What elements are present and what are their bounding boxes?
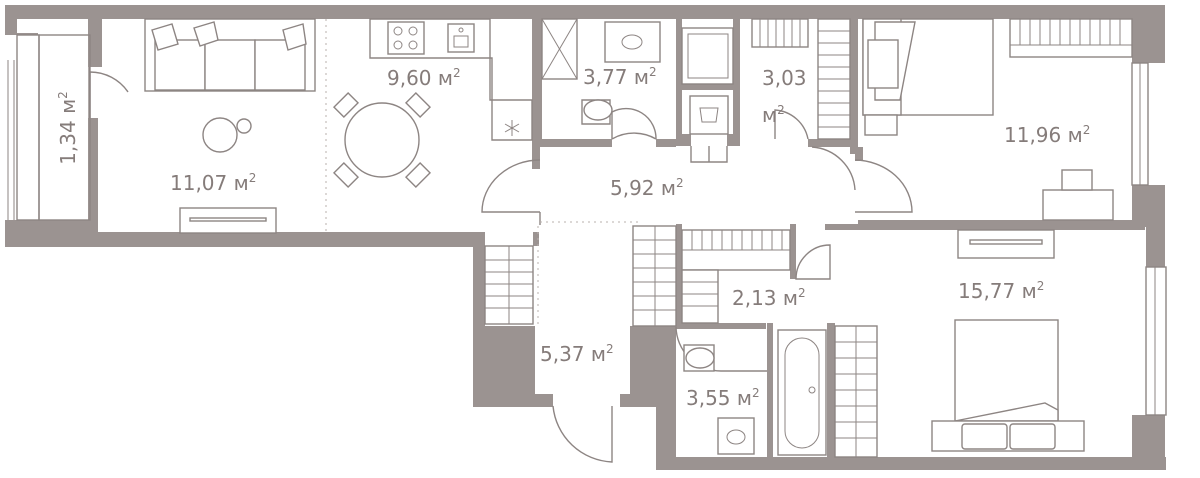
- area-hall: 5,92 м2: [610, 176, 684, 200]
- area-living: 11,07 м2: [170, 171, 256, 195]
- area-balcony: 1,34 м2: [56, 91, 80, 165]
- area-laundry-value: 3,03: [762, 66, 807, 90]
- dining-table: [332, 91, 432, 189]
- windows: [7, 34, 1167, 416]
- sofa: [144, 18, 316, 92]
- area-laundry-unit: м2: [762, 103, 785, 127]
- area-labels: 1,34 м2 11,07 м2 9,60 м2 3,77 м2 3,03 м2…: [56, 65, 1090, 410]
- kitchen-counter: [369, 18, 533, 141]
- area-kitchen: 9,60 м2: [387, 66, 461, 90]
- walls: [5, 5, 1166, 470]
- area-bath2: 3,55 м2: [686, 386, 760, 410]
- area-bedroom2: 15,77 м2: [958, 279, 1044, 303]
- area-bath1: 3,77 м2: [583, 65, 657, 89]
- tv-unit: [179, 207, 277, 234]
- zone-lines: [325, 19, 640, 326]
- bedroom1-furniture: [862, 18, 1133, 221]
- coffee-table: [202, 117, 252, 153]
- bath1-fixtures: [541, 18, 734, 135]
- laundry-shelves: [751, 18, 851, 140]
- bath2-fixtures: [683, 325, 878, 458]
- wardrobes: [484, 225, 791, 327]
- area-bedroom1: 11,96 м2: [1004, 123, 1090, 147]
- snowflake-icon: [504, 120, 520, 136]
- bedroom2-furniture: [931, 229, 1085, 452]
- area-closet: 2,13 м2: [732, 286, 806, 310]
- area-entry: 5,37 м2: [540, 342, 614, 366]
